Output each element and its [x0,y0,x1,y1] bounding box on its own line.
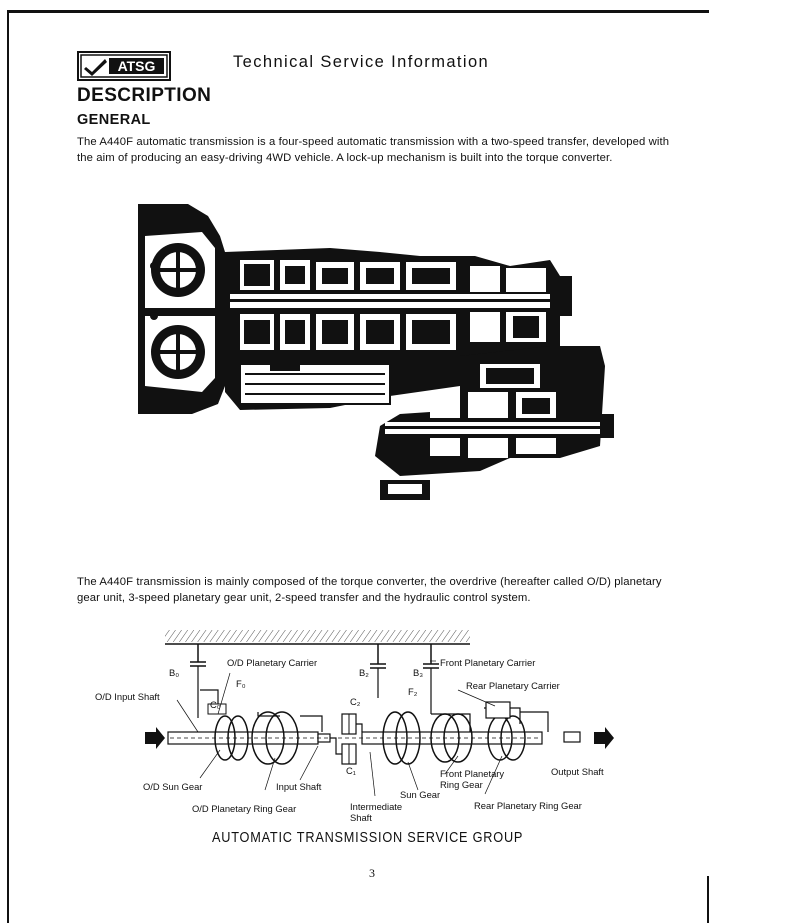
label-rear-planetary-ring-gear: Rear Planetary Ring Gear [474,800,582,811]
logo-text: ATSG [118,58,156,74]
label-c2: C₂ [350,696,361,707]
label-b0: B₀ [169,667,180,678]
label-f0: F₀ [236,678,246,689]
label-od-input-shaft: O/D Input Shaft [95,691,160,702]
label-c0: C₀ [210,699,221,710]
label-output-shaft: Output Shaft [551,766,604,777]
label-f2: F₂ [408,686,418,697]
label-b2: B₂ [359,667,369,678]
page-border-right [707,876,709,923]
page-border-top [7,10,709,13]
label-front-planetary-ring-gear: Front Planetary Ring Gear [440,768,505,790]
label-front-planetary-carrier: Front Planetary Carrier [440,657,536,668]
label-sun-gear: Sun Gear [400,789,441,800]
header-title: Technical Service Information [233,53,490,71]
intro-paragraph: The A440F automatic transmission is a fo… [77,136,670,164]
checkmark-icon [84,59,107,76]
label-od-sun-gear: O/D Sun Gear [143,781,203,792]
label-od-planetary-carrier: O/D Planetary Carrier [227,657,318,668]
subsection-title: GENERAL [77,112,151,128]
label-intermediate-shaft: Intermediate Shaft [350,801,403,823]
page-number: 3 [369,866,375,880]
transmission-cutaway-illustration [138,204,614,500]
planetary-gear-schematic [145,630,614,797]
label-rear-planetary-carrier: Rear Planetary Carrier [466,680,560,691]
atsg-logo: ATSG [77,51,171,81]
page-border-left [7,10,9,923]
composition-paragraph: The A440F transmission is mainly compose… [77,576,662,604]
footer-title: AUTOMATIC TRANSMISSION SERVICE GROUP [212,830,524,846]
label-input-shaft: Input Shaft [276,781,322,792]
input-arrow-icon [145,727,165,749]
case-ground-hatch [165,630,470,642]
label-b3: B₃ [413,667,424,678]
output-arrow-icon [594,727,614,749]
label-od-planetary-ring-gear: O/D Planetary Ring Gear [192,803,297,814]
label-c1: C₁ [346,765,356,776]
section-title: DESCRIPTION [77,85,212,106]
